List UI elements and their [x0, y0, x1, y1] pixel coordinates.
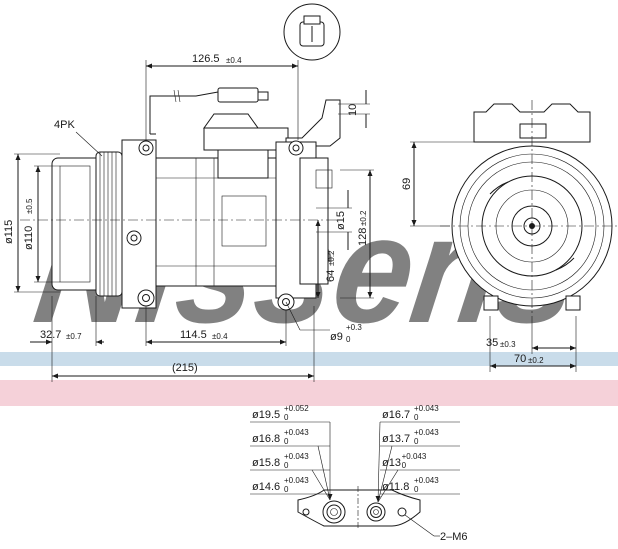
port-left-tol-up-3: +0.043	[284, 476, 309, 485]
port-left-tol-up-2: +0.043	[284, 452, 309, 461]
port-spec-labels: ø19.5+0.0520ø16.8+0.0430ø15.8+0.0430ø14.…	[252, 404, 439, 494]
front-housing	[121, 139, 157, 309]
dim-dia-9-tol-low: 0	[346, 335, 351, 344]
dim-dia-110: ø110	[23, 226, 35, 250]
compressor-body	[155, 157, 277, 287]
port-left-tol-low-0: 0	[284, 413, 289, 422]
port-left-tol-up-0: +0.052	[284, 404, 309, 413]
dim-dia-15: ø15	[335, 211, 347, 230]
front-view	[440, 100, 618, 318]
dim-69: 69	[401, 178, 413, 190]
dim-128-tol: ±0.2	[359, 210, 368, 226]
port-left-tol-low-3: 0	[284, 485, 289, 494]
port-left-dia-3: ø14.6	[252, 481, 280, 493]
dim-dia-115: ø115	[3, 220, 15, 244]
dim-dia-9: ø9	[330, 331, 343, 343]
dim-dia-9-tol-up: +0.3	[346, 323, 362, 332]
port-right-tol-low-1: 0	[414, 437, 419, 446]
sensor-wire	[149, 91, 219, 134]
inline-connector	[217, 87, 259, 103]
top-port-block	[203, 113, 259, 129]
dim-32-7-tol: ±0.7	[66, 332, 82, 341]
thread-2-m6: 2–M6	[440, 531, 468, 543]
watermark-band-pink	[0, 380, 618, 406]
dim-114-5: 114.5	[180, 329, 207, 341]
service-port	[285, 99, 341, 147]
port-right-tol-low-2: 0	[402, 461, 407, 470]
port-right-dia-1: ø13.7	[382, 433, 410, 445]
thread-hole-left	[302, 508, 310, 516]
port-right-dia-0: ø16.7	[382, 409, 410, 421]
dim-overall-215: (215)	[172, 362, 198, 374]
dim-126-5: 126.5	[192, 53, 220, 65]
thread-hole-right	[397, 507, 407, 517]
port-small	[366, 502, 386, 522]
dim-32-7: 32.7	[40, 329, 61, 341]
port-right-dia-3: ø11.8	[382, 481, 409, 493]
port-right-tol-up-1: +0.043	[414, 428, 439, 437]
port-large	[322, 500, 346, 524]
port-block: 2–M6	[250, 421, 468, 543]
watermark-band-blue	[0, 352, 618, 366]
side-dimensions: 126.5 ±0.4 10 4PK ø115 ø110 ±0.5 ø15	[3, 53, 374, 382]
port-right-dia-2: ø13	[382, 457, 401, 469]
port-left-dia-1: ø16.8	[252, 433, 280, 445]
belt-4pk-label: 4PK	[54, 119, 75, 131]
dim-128: 128	[357, 228, 369, 246]
front-dimensions: 69 35 ±0.3 70 ±0.2	[401, 141, 577, 372]
port-right-tol-up-2: +0.043	[402, 452, 427, 461]
dim-126-5-tol: ±0.4	[226, 56, 242, 65]
dim-70: 70	[514, 353, 526, 365]
connector-detail	[283, 3, 341, 61]
dim-35-tol: ±0.3	[500, 340, 516, 349]
port-right-tol-low-0: 0	[414, 413, 419, 422]
dim-114-5-tol: ±0.4	[212, 332, 228, 341]
port-left-tol-up-1: +0.043	[284, 428, 309, 437]
side-view	[20, 87, 341, 311]
port-right-tol-low-3: 0	[414, 485, 419, 494]
port-left-dia-0: ø19.5	[252, 409, 280, 421]
port-right-tol-up-3: +0.043	[414, 476, 439, 485]
dim-70-tol: ±0.2	[528, 356, 544, 365]
dim-10: 10	[347, 104, 359, 116]
port-right-tol-up-0: +0.043	[414, 404, 439, 413]
dim-35: 35	[486, 337, 498, 349]
dim-64: 64	[325, 270, 337, 282]
port-left-tol-low-2: 0	[284, 461, 289, 470]
dim-64-tol: ±0.2	[327, 250, 336, 266]
port-left-tol-low-1: 0	[284, 437, 289, 446]
port-left-dia-2: ø15.8	[252, 457, 280, 469]
dim-dia-110-tol: ±0.5	[25, 198, 34, 214]
